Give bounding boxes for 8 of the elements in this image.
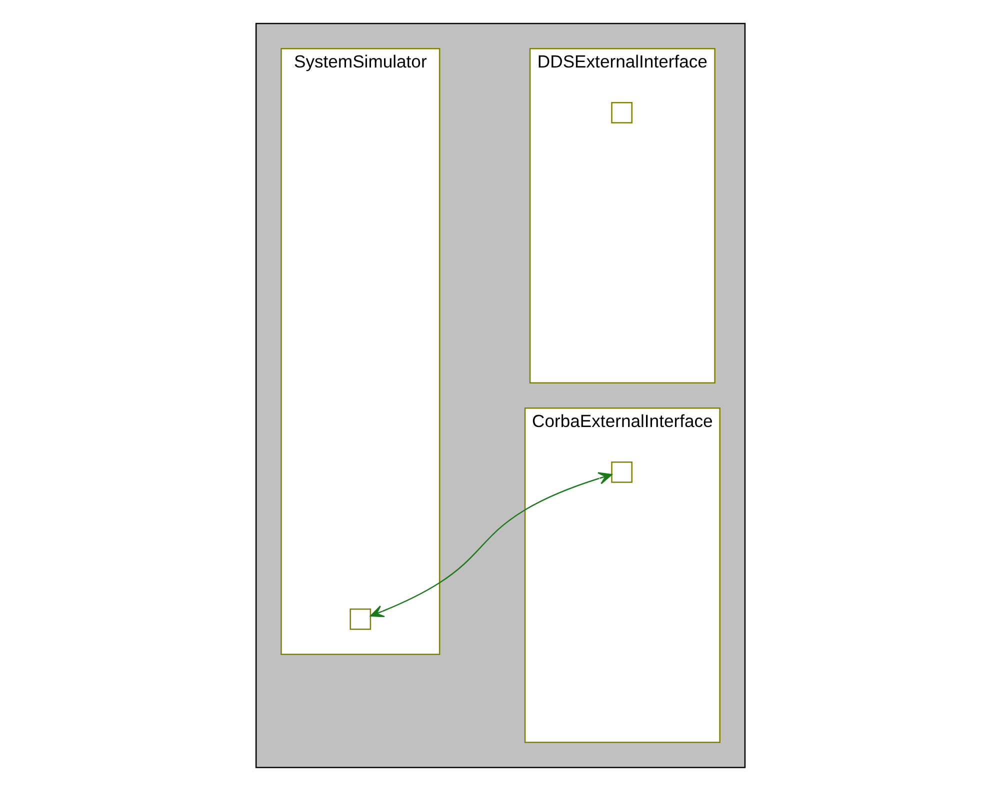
cluster: DDSExternalInterface xyxy=(528,48,715,384)
node-box xyxy=(349,608,371,630)
cluster: CorbaExternalInterface xyxy=(524,407,720,743)
arrow xyxy=(370,472,612,618)
cluster: SystemSimulator xyxy=(280,48,440,656)
cluster xyxy=(254,22,746,768)
node-box xyxy=(610,461,632,483)
node-box xyxy=(610,102,632,124)
